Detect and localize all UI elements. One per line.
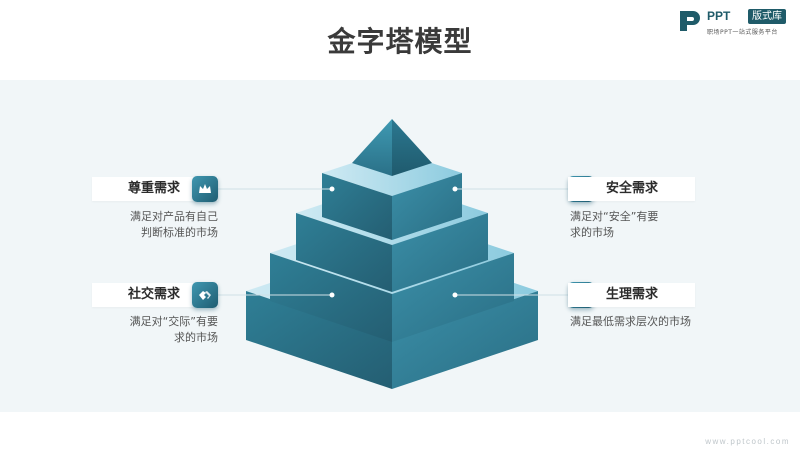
desc-esteem-line2: 判断标准的市场 — [141, 226, 218, 239]
connector-lines — [218, 188, 568, 296]
logo-brand-text: PPT — [707, 9, 731, 23]
footer-url: www.pptcool.com — [705, 437, 790, 446]
desc-physiological: 满足最低需求层次的市场 — [570, 315, 691, 328]
desc-social-line2: 求的市场 — [174, 331, 218, 344]
logo-tagline: 职场PPT一站式服务平台 — [707, 29, 778, 36]
connector-dots — [329, 186, 458, 298]
desc-social-line1: 满足对“交际”有要 — [129, 315, 218, 328]
label-safety: 安全需求 — [568, 177, 695, 201]
desc-safety-line1: 满足对“安全”有要 — [570, 210, 659, 223]
logo-badge: 版式库 — [748, 9, 786, 24]
desc-esteem-line1: 满足对产品有自己 — [130, 210, 218, 223]
page-title: 金字塔模型 — [327, 25, 473, 58]
brand-logo: PPT 版式库 职场PPT一站式服务平台 — [678, 8, 796, 36]
crown-icon — [192, 176, 218, 202]
handshake-icon — [192, 282, 218, 308]
desc-social: 满足对“交际”有要 求的市场 — [92, 314, 218, 346]
label-physiological: 生理需求 — [568, 283, 695, 307]
desc-safety: 满足对“安全”有要 求的市场 — [570, 209, 710, 241]
logo-p-icon — [680, 11, 700, 31]
desc-safety-line2: 求的市场 — [570, 226, 614, 239]
pyramid-apex — [352, 119, 432, 176]
desc-esteem: 满足对产品有自己 判断标准的市场 — [92, 209, 218, 241]
